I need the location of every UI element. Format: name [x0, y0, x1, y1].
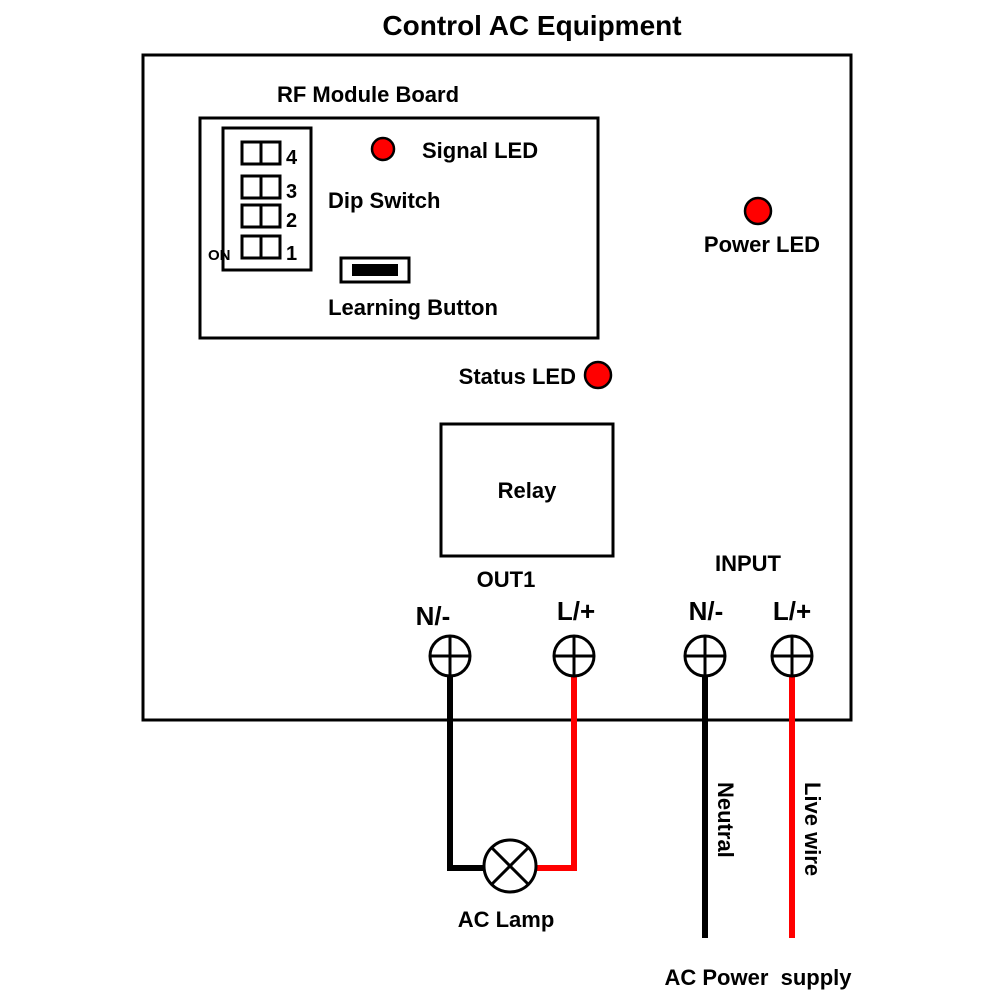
relay-box [439, 422, 615, 558]
power-led-icon [743, 196, 773, 226]
rf-module-label: RF Module Board [277, 82, 459, 107]
ac-power-supply-label: AC Power supply [664, 965, 852, 990]
lamp-live-wire [534, 675, 577, 871]
status-led-icon [583, 360, 613, 390]
ac-lamp-icon [482, 838, 538, 894]
rf-module-board [198, 116, 600, 340]
dip-number-1: 1 [286, 243, 297, 265]
power-led-label: Power LED [704, 232, 820, 257]
in-live-terminal-label: L/+ [773, 596, 811, 626]
dip-switch-housing [221, 126, 313, 272]
dip-switch-3[interactable] [240, 174, 282, 200]
input-label: INPUT [715, 551, 782, 576]
dip-number-3: 3 [286, 181, 297, 203]
out-live-terminal-screw-icon[interactable] [552, 634, 596, 678]
learning-button-label: Learning Button [328, 295, 498, 320]
dip-number-4: 4 [286, 147, 298, 169]
relay-label: Relay [498, 478, 557, 503]
in-neutral-terminal-label: N/- [689, 596, 724, 626]
status-led-label: Status LED [459, 364, 576, 389]
signal-led-icon [370, 136, 396, 162]
dip-switch-1[interactable] [240, 234, 282, 260]
dip-switch-4[interactable] [240, 140, 282, 166]
dip-switch-label: Dip Switch [328, 188, 440, 213]
neutral-wire-label: Neutral [713, 782, 738, 858]
out-live-terminal-label: L/+ [557, 596, 595, 626]
controller-enclosure [141, 53, 853, 722]
out1-label: OUT1 [477, 567, 536, 592]
dip-switch-2[interactable] [240, 203, 282, 229]
in-live-terminal-screw-icon[interactable] [770, 634, 814, 678]
in-neutral-terminal-screw-icon[interactable] [683, 634, 727, 678]
dip-number-2: 2 [286, 210, 297, 232]
out-neutral-terminal-screw-icon[interactable] [428, 634, 472, 678]
diagram-title: Control AC Equipment [382, 10, 681, 41]
lamp-neutral-wire [447, 675, 490, 871]
live-wire-label: Live wire [800, 782, 825, 876]
ac-lamp-label: AC Lamp [458, 907, 555, 932]
out-neutral-terminal-label: N/- [416, 601, 451, 631]
dip-on-label: ON [208, 247, 231, 264]
learning-button[interactable] [339, 256, 411, 284]
signal-led-label: Signal LED [422, 138, 538, 163]
